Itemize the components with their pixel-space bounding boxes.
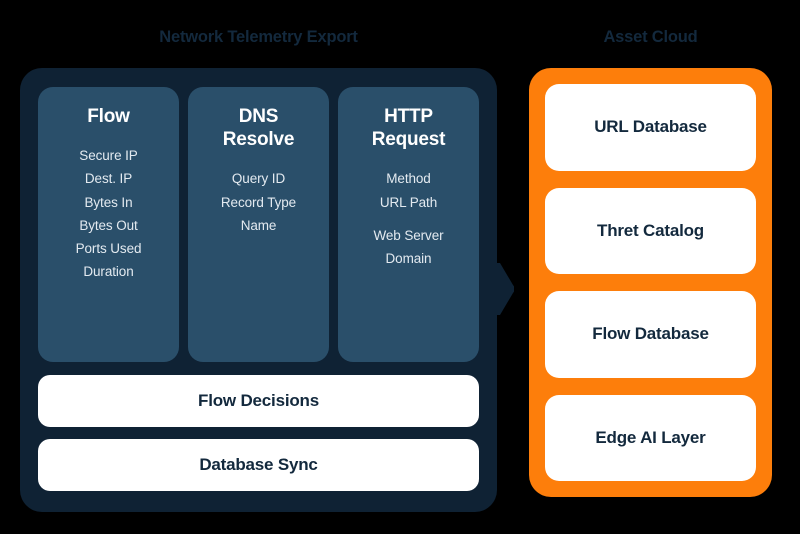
column-item: Secure IP xyxy=(79,148,138,164)
column-title: DNS Resolve xyxy=(222,106,295,151)
column-title: HTTP Request xyxy=(371,106,446,151)
column-item-list: Secure IP Dest. IP Bytes In Bytes Out Po… xyxy=(46,144,171,283)
column-item: Web Server Domain xyxy=(373,227,444,266)
column-item: Duration xyxy=(83,264,134,280)
column-item: Query ID xyxy=(231,171,286,187)
asset-card-label: Edge AI Layer xyxy=(595,427,706,447)
telemetry-columns: Flow Secure IP Dest. IP Bytes In Bytes O… xyxy=(38,87,479,362)
column-item-list: Query ID Record Type Name xyxy=(196,167,321,237)
bar-label: Database Sync xyxy=(199,455,318,474)
asset-card-flow-database[interactable]: Flow Database xyxy=(545,291,756,378)
column-item: Method xyxy=(386,171,431,187)
telemetry-column-http-request[interactable]: HTTP Request Method URL Path Web Server … xyxy=(338,87,479,362)
network-telemetry-panel: Flow Secure IP Dest. IP Bytes In Bytes O… xyxy=(20,68,497,512)
flow-decisions-bar[interactable]: Flow Decisions xyxy=(38,375,479,427)
database-sync-bar[interactable]: Database Sync xyxy=(38,439,479,491)
asset-cloud-panel: URL Database Thret Catalog Flow Database… xyxy=(529,68,772,497)
column-item: Record Type xyxy=(220,194,297,210)
asset-card-label: URL Database xyxy=(594,117,707,137)
column-item-list: Method URL Path Web Server Domain xyxy=(346,167,471,270)
column-item: Bytes In xyxy=(84,194,133,210)
asset-card-label: Flow Database xyxy=(592,324,709,344)
column-item: Dest. IP xyxy=(84,171,133,187)
asset-card-url-database[interactable]: URL Database xyxy=(545,84,756,171)
asset-card-label: Thret Catalog xyxy=(597,220,704,240)
telemetry-column-flow[interactable]: Flow Secure IP Dest. IP Bytes In Bytes O… xyxy=(38,87,179,362)
telemetry-column-dns-resolve[interactable]: DNS Resolve Query ID Record Type Name xyxy=(188,87,329,362)
asset-card-edge-ai-layer[interactable]: Edge AI Layer xyxy=(545,394,756,481)
left-section-title: Network Telemetry Export xyxy=(159,28,358,46)
arrow-right-icon xyxy=(494,263,515,315)
column-item: Ports Used xyxy=(75,241,142,257)
bar-label: Flow Decisions xyxy=(198,391,319,410)
asset-card-thret-catalog[interactable]: Thret Catalog xyxy=(545,187,756,274)
column-item: Name xyxy=(240,217,277,233)
column-item: Bytes Out xyxy=(79,217,138,233)
right-section-title: Asset Cloud xyxy=(603,28,698,46)
column-title: Flow xyxy=(87,106,130,127)
column-item: URL Path xyxy=(379,194,438,210)
